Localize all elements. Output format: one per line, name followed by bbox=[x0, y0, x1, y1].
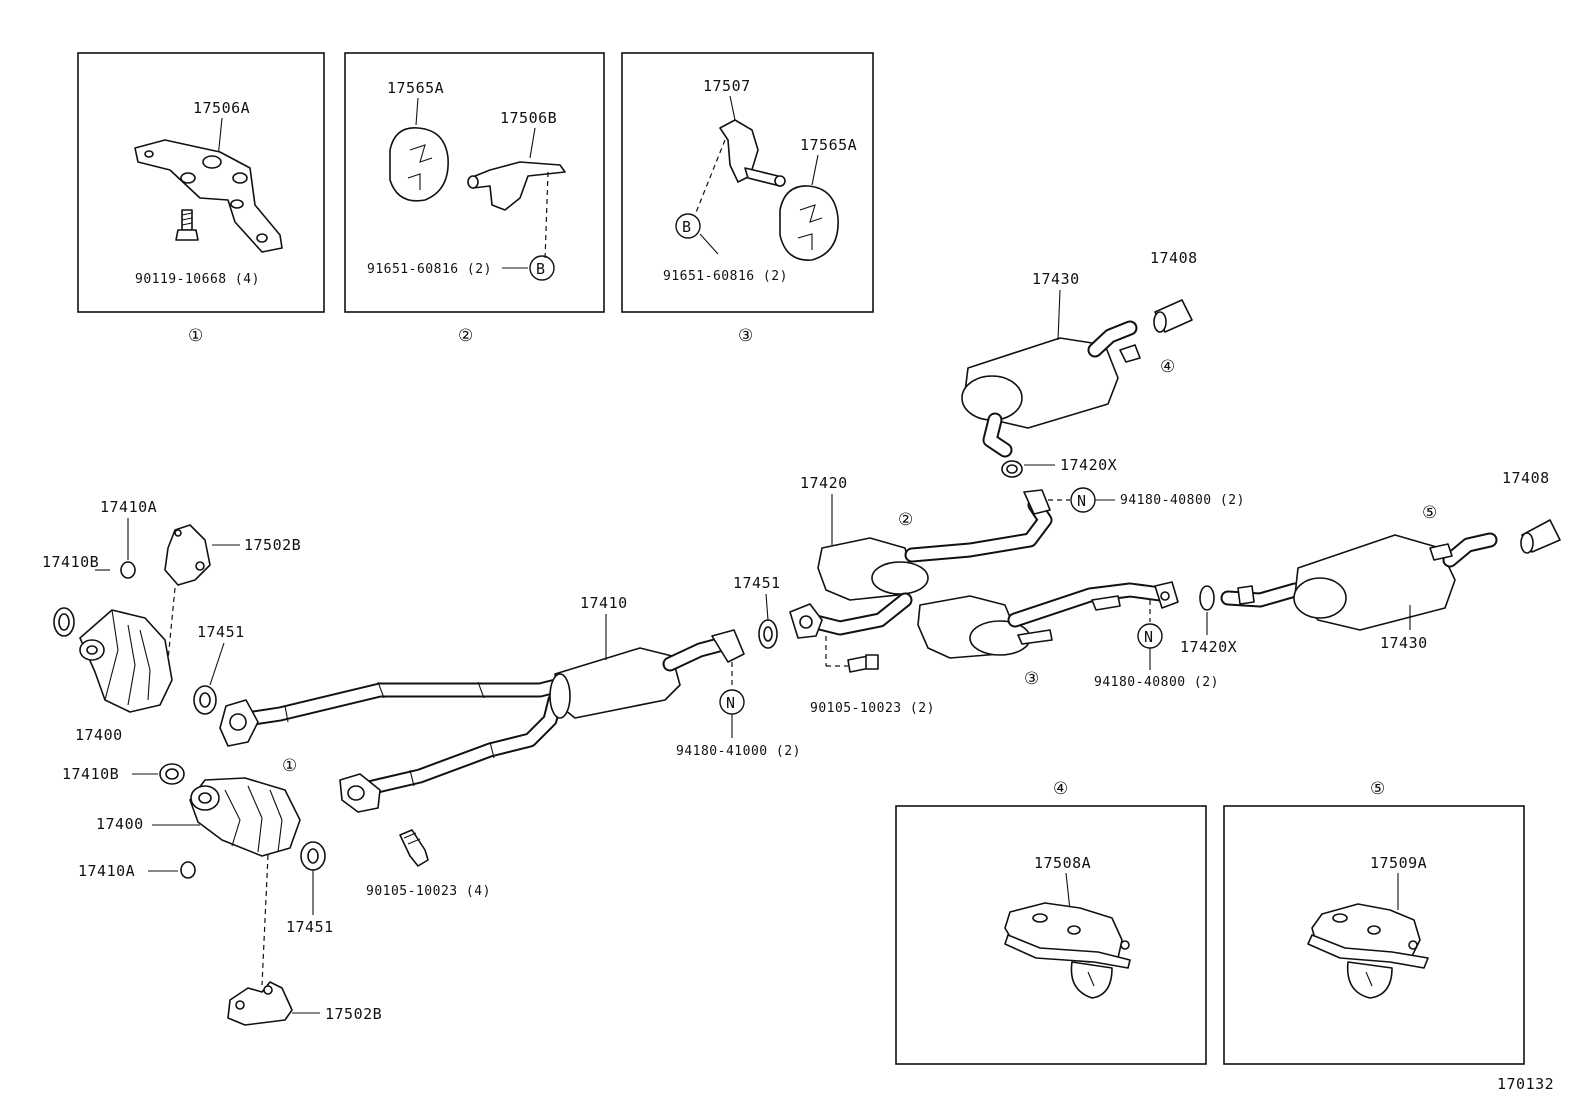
inset-5-frame bbox=[1223, 805, 1525, 1065]
right-converter-group: 17410B 17400 17410A 17451 17502B bbox=[62, 763, 382, 1026]
label-91651-60816-inset3: 91651-60816 (2) bbox=[663, 269, 788, 284]
converter-17400-bottom bbox=[189, 777, 301, 857]
ref-circle-b-inset2 bbox=[529, 255, 555, 281]
gasket-17420X-right bbox=[1199, 585, 1215, 611]
callout-3-inset: ③ bbox=[738, 326, 753, 346]
ref-circle-b-inset3 bbox=[675, 213, 701, 239]
muffler-17430-right bbox=[1220, 532, 1498, 631]
tail-pipe-17408-top bbox=[1153, 299, 1193, 333]
ref-letter-n-right: N bbox=[1144, 628, 1154, 646]
label-91651-60816-inset2: 91651-60816 (2) bbox=[367, 262, 492, 277]
converter-17400-top bbox=[79, 609, 173, 713]
bracket-17507-illustration bbox=[719, 119, 786, 187]
label-17451-bottom: 17451 bbox=[286, 918, 334, 936]
heat-shield-17502B-bottom bbox=[227, 981, 293, 1026]
heat-shield-17502B-top bbox=[164, 524, 211, 586]
label-17410B-bottom: 17410B bbox=[62, 765, 119, 783]
callout-1-inset: ① bbox=[188, 326, 203, 346]
label-90119-10668: 90119-10668 (4) bbox=[135, 272, 260, 287]
bolt-90119-illustration bbox=[175, 209, 199, 241]
ref-letter-b-inset3: B bbox=[682, 218, 692, 236]
label-17420: 17420 bbox=[800, 474, 848, 492]
callout-5-inset: ⑤ bbox=[1370, 779, 1385, 799]
center-pipe-17420 bbox=[789, 489, 1179, 659]
label-17400-bottom: 17400 bbox=[96, 815, 144, 833]
inset-2-frame bbox=[344, 52, 605, 313]
inset-3-frame bbox=[621, 52, 874, 313]
callout-2-main: ② bbox=[898, 510, 913, 530]
inset-2: 17565A 17506B 91651-60816 (2) B ② bbox=[344, 52, 605, 346]
label-17507: 17507 bbox=[703, 77, 751, 95]
callout-3-main: ③ bbox=[1024, 669, 1039, 689]
label-17410B-top: 17410B bbox=[42, 553, 99, 571]
label-17506B: 17506B bbox=[500, 109, 557, 127]
bracket-17506A-illustration bbox=[134, 139, 283, 253]
label-17451-mid: 17451 bbox=[733, 574, 781, 592]
inset-4-frame bbox=[895, 805, 1207, 1065]
support-17509A-illustration bbox=[1307, 903, 1429, 999]
label-17400-top: 17400 bbox=[75, 726, 123, 744]
ref-letter-n-mid: N bbox=[726, 694, 736, 712]
label-17420X-top: 17420X bbox=[1060, 456, 1117, 474]
diagram-number: 170132 bbox=[1497, 1075, 1554, 1093]
support-17508A-illustration bbox=[1004, 902, 1131, 999]
muffler-17430-top bbox=[961, 320, 1141, 458]
resonator-17410 bbox=[554, 647, 681, 719]
label-17410A-top: 17410A bbox=[100, 498, 157, 516]
left-converter-group: 17410A 17502B 17410B 17400 17451 bbox=[42, 498, 301, 744]
rubber-hanger-17565A-inset3-illustration bbox=[779, 185, 839, 261]
callout-4-inset: ④ bbox=[1053, 779, 1068, 799]
rubber-hanger-17565A-illustration bbox=[389, 127, 449, 202]
inset-3: 17507 17565A B 91651-60816 (2) ③ bbox=[621, 52, 874, 346]
label-17408-top: 17408 bbox=[1150, 249, 1198, 267]
nut-17410A-bottom bbox=[180, 861, 196, 879]
callout-5-main: ⑤ bbox=[1422, 503, 1437, 523]
front-pipe-17410 bbox=[219, 629, 745, 813]
inset-4: ④ 17508A bbox=[895, 779, 1207, 1065]
label-94180-41000: 94180-41000 (2) bbox=[676, 744, 801, 759]
label-94180-40800-top: 94180-40800 (2) bbox=[1120, 493, 1245, 508]
label-17506A: 17506A bbox=[193, 99, 250, 117]
label-17451-left: 17451 bbox=[197, 623, 245, 641]
tail-pipe-17408-right bbox=[1520, 519, 1561, 554]
label-90105-10023-bottom: 90105-10023 (4) bbox=[366, 884, 491, 899]
inset-1-frame bbox=[77, 52, 325, 313]
inset-5: ⑤ 17509A bbox=[1223, 779, 1525, 1065]
ref-letter-n-top: N bbox=[1077, 492, 1087, 510]
bracket-17506B-illustration bbox=[467, 161, 566, 211]
label-17408-right: 17408 bbox=[1502, 469, 1550, 487]
label-17410: 17410 bbox=[580, 594, 628, 612]
label-17502B-top: 17502B bbox=[244, 536, 301, 554]
label-17565A-inset3: 17565A bbox=[800, 136, 857, 154]
bolt-90105-bottom bbox=[399, 829, 429, 867]
callout-2-inset: ② bbox=[458, 326, 473, 346]
bolt-90105-mid bbox=[847, 654, 879, 673]
ref-letter-b-inset2: B bbox=[536, 260, 546, 278]
label-17509A: 17509A bbox=[1370, 854, 1427, 872]
label-17508A: 17508A bbox=[1034, 854, 1091, 872]
label-17430-top: 17430 bbox=[1032, 270, 1080, 288]
label-17565A-inset2: 17565A bbox=[387, 79, 444, 97]
label-17502B-bottom: 17502B bbox=[325, 1005, 382, 1023]
inset-1: 17506A 90119-10668 (4) ① bbox=[77, 52, 325, 346]
label-94180-40800-right: 94180-40800 (2) bbox=[1094, 675, 1219, 690]
label-90105-10023-mid: 90105-10023 (2) bbox=[810, 701, 935, 716]
label-17410A-bottom: 17410A bbox=[78, 862, 135, 880]
callout-1-main: ① bbox=[282, 756, 297, 776]
nut-17410A-top bbox=[120, 561, 136, 579]
label-17420X-right: 17420X bbox=[1180, 638, 1237, 656]
label-17430-right: 17430 bbox=[1380, 634, 1428, 652]
callout-4-main: ④ bbox=[1160, 357, 1175, 377]
